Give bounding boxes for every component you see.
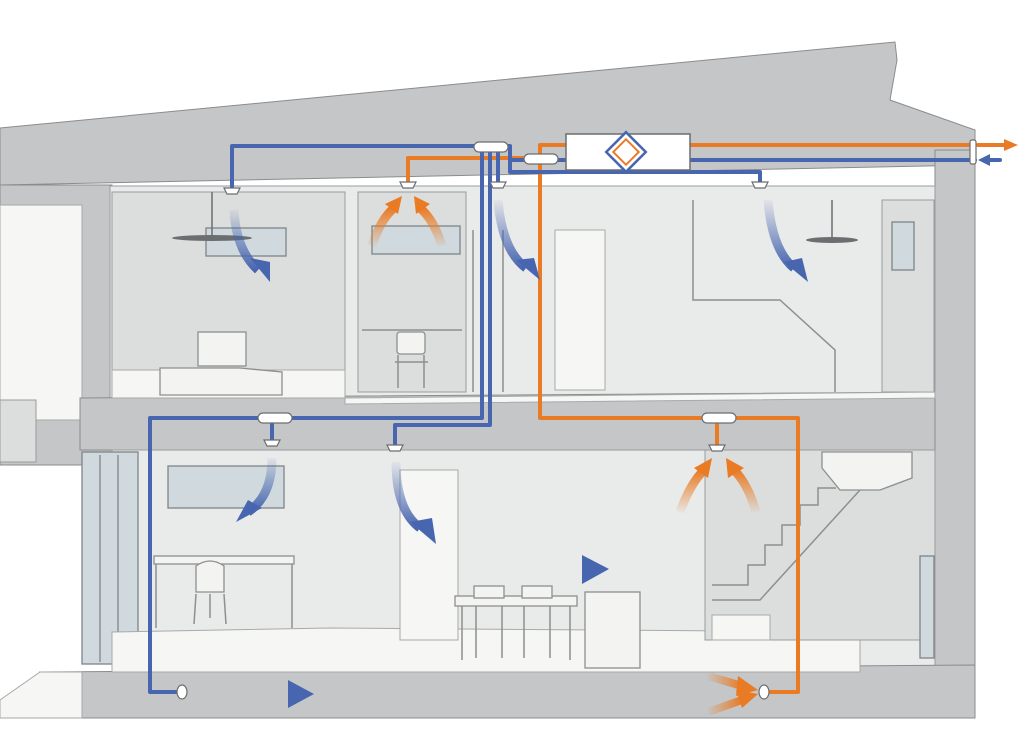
- air-flow-arrow-icon: [250, 258, 270, 282]
- ceiling-fan-icon: [806, 200, 858, 243]
- air-flow-arrow-icon: [410, 518, 436, 544]
- air-flow-arrow-icon: [726, 458, 744, 478]
- upper-door: [554, 229, 606, 391]
- air-flow-arrow-icon: [416, 204, 447, 248]
- upper-floor-walkway: [344, 391, 936, 405]
- upper-left-room: [111, 191, 346, 399]
- air-flow-arrow-icon: [582, 555, 609, 584]
- kitchen-counter: [584, 591, 641, 669]
- air-flow-arrow-icon: [229, 209, 262, 274]
- lower-left-desk: [153, 555, 295, 565]
- balcony-railing: [0, 204, 83, 421]
- house-structure: [0, 41, 976, 719]
- air-flow-arrow-icon: [236, 500, 262, 522]
- air-flow-arrow-icon: [978, 154, 990, 166]
- chair-icon: [193, 560, 227, 625]
- ground-step: [0, 671, 83, 719]
- duct-junctions: [257, 141, 737, 424]
- roof: [0, 41, 976, 186]
- right-exterior-wall: [934, 149, 976, 719]
- air-flow-arrow-icon: [288, 680, 314, 708]
- chair-icon: [395, 331, 428, 388]
- storage-block: [159, 367, 283, 396]
- air-flow-arrow-icon: [385, 196, 402, 214]
- air-flow-arrow-icon: [706, 672, 744, 690]
- ceiling-diffusers: [176, 139, 977, 700]
- air-flow-arrow-icon: [414, 196, 430, 214]
- lower-right-window: [919, 555, 935, 659]
- heat-exchanger-ventilation-unit-icon: [565, 130, 691, 174]
- air-flow-arrow-icon: [516, 258, 540, 280]
- outdoor-unit: [0, 399, 37, 463]
- air-flow-arrow-icon: [736, 690, 758, 708]
- lower-door: [399, 469, 459, 641]
- air-flow-arrow-icon: [367, 204, 398, 248]
- staircase-icon: [704, 449, 936, 641]
- sofa: [197, 331, 247, 367]
- ceiling-fan-icon: [172, 192, 252, 241]
- upper-study-window: [371, 225, 461, 255]
- air-flow-arrow-icon: [1004, 139, 1018, 151]
- air-flow-arrow-icon: [784, 258, 808, 282]
- sliding-glass-door: [81, 451, 139, 665]
- dining-table-icon: [454, 585, 578, 660]
- air-flow-arrow-icon: [694, 458, 712, 478]
- supply-air-arrows: [205, 154, 990, 708]
- air-flow-arrow-icon: [706, 696, 744, 716]
- lower-floor: [111, 627, 861, 673]
- exhaust-air-arrows: [367, 139, 1018, 716]
